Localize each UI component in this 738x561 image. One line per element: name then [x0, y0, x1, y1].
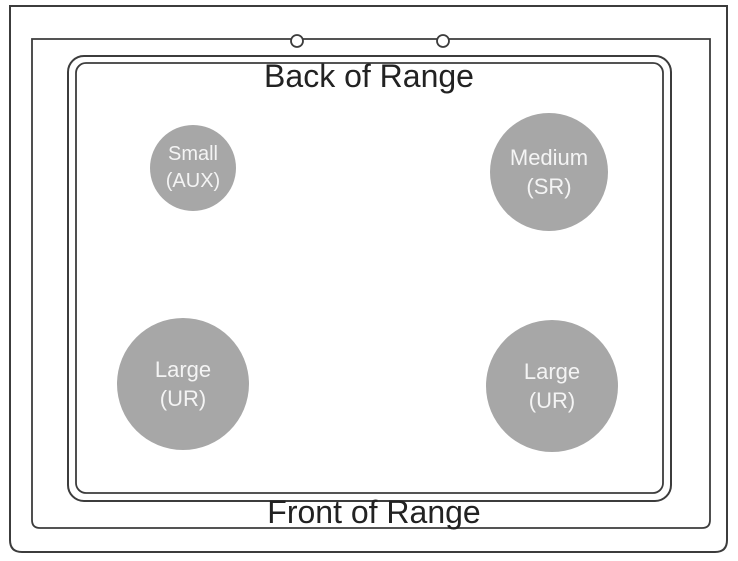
front-of-range-label: Front of Range [267, 494, 481, 530]
burner-medium-sr: Medium (SR) [490, 113, 608, 231]
burner-large-left-name: Large [154, 357, 212, 382]
mount-screw-left [290, 34, 304, 48]
back-of-range-label: Back of Range [264, 58, 474, 94]
surface-border-outer [67, 55, 672, 502]
burner-medium-name: Medium [509, 145, 589, 170]
burner-small-aux: Small (AUX) [150, 125, 236, 211]
surface-border-inner [75, 62, 664, 494]
burner-small-type: (AUX) [165, 170, 221, 192]
burner-large-right-ur: Large (UR) [486, 320, 618, 452]
burner-large-right-type: (UR) [528, 388, 576, 413]
burner-large-left-type: (UR) [159, 386, 207, 411]
burner-large-left-ur: Large (UR) [117, 318, 249, 450]
burner-medium-type: (SR) [526, 174, 572, 199]
inner-frame [31, 38, 711, 529]
mount-screw-right [436, 34, 450, 48]
burner-large-right-name: Large [523, 359, 581, 384]
outer-frame [9, 5, 728, 553]
burner-small-name: Small [167, 143, 218, 165]
